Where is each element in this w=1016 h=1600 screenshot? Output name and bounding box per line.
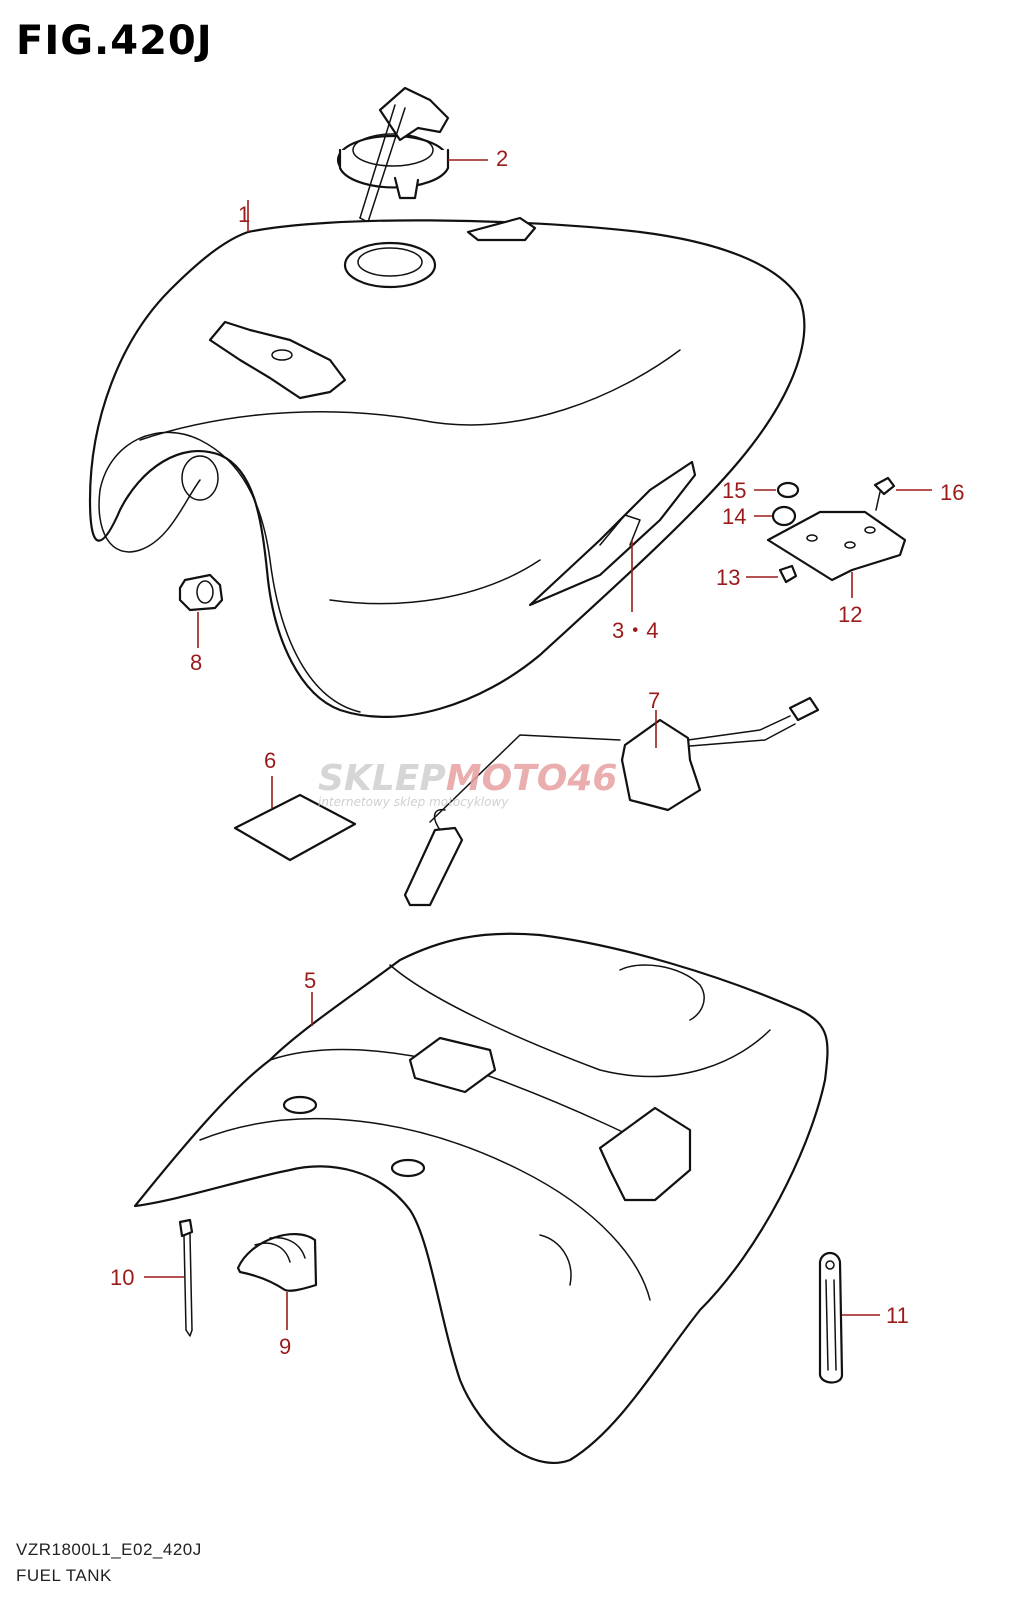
- callout-8: 8: [190, 650, 202, 675]
- cable-tie-part: [178, 1218, 194, 1337]
- callout-11: 11: [886, 1303, 909, 1328]
- callout-9: 9: [279, 1334, 291, 1359]
- callout-15: 15: [722, 478, 746, 503]
- callout-7: 7: [648, 688, 660, 713]
- pad-part: [233, 793, 357, 862]
- callout-10: 10: [110, 1265, 134, 1290]
- watermark-moto: MOTO: [446, 758, 568, 799]
- callout-16: 16: [940, 480, 964, 505]
- fuel-cap-part: [336, 86, 450, 223]
- callout-2: 2: [496, 146, 508, 171]
- grommet-part: [178, 573, 224, 612]
- callout-13: 13: [716, 565, 740, 590]
- figure-title: FIG.420J: [16, 18, 213, 64]
- callout-6: 6: [264, 748, 276, 773]
- watermark-tagline: internetowy sklep motocyklowy: [318, 795, 509, 809]
- heat-shield-part: [133, 932, 829, 1464]
- svg-text:SKLEPMOTO46: SKLEPMOTO46: [318, 758, 617, 799]
- callout-14: 14: [722, 504, 746, 529]
- watermark-sklep: SKLEP: [318, 758, 446, 799]
- callout-12: 12: [838, 602, 862, 627]
- watermark-46: 46: [566, 758, 617, 799]
- callout-3-4: 3・4: [612, 618, 658, 643]
- fuel-tank-part: [88, 216, 806, 718]
- callout-1: 1: [238, 202, 250, 227]
- strap-part: [818, 1251, 844, 1384]
- bracket-assembly-part: [766, 476, 907, 584]
- model-code: VZR1800L1_E02_420J: [16, 1540, 202, 1559]
- callout-labels: 1 2 3・4 5 6 7 8 9 10 11 12 13 14 15 16: [110, 146, 964, 1359]
- callout-5: 5: [304, 968, 316, 993]
- clamp-part: [236, 1232, 318, 1292]
- fuel-gauge-part: [403, 696, 820, 907]
- watermark: SKLEPMOTO46 internetowy sklep motocyklow…: [318, 758, 617, 809]
- section-name: FUEL TANK: [16, 1566, 112, 1585]
